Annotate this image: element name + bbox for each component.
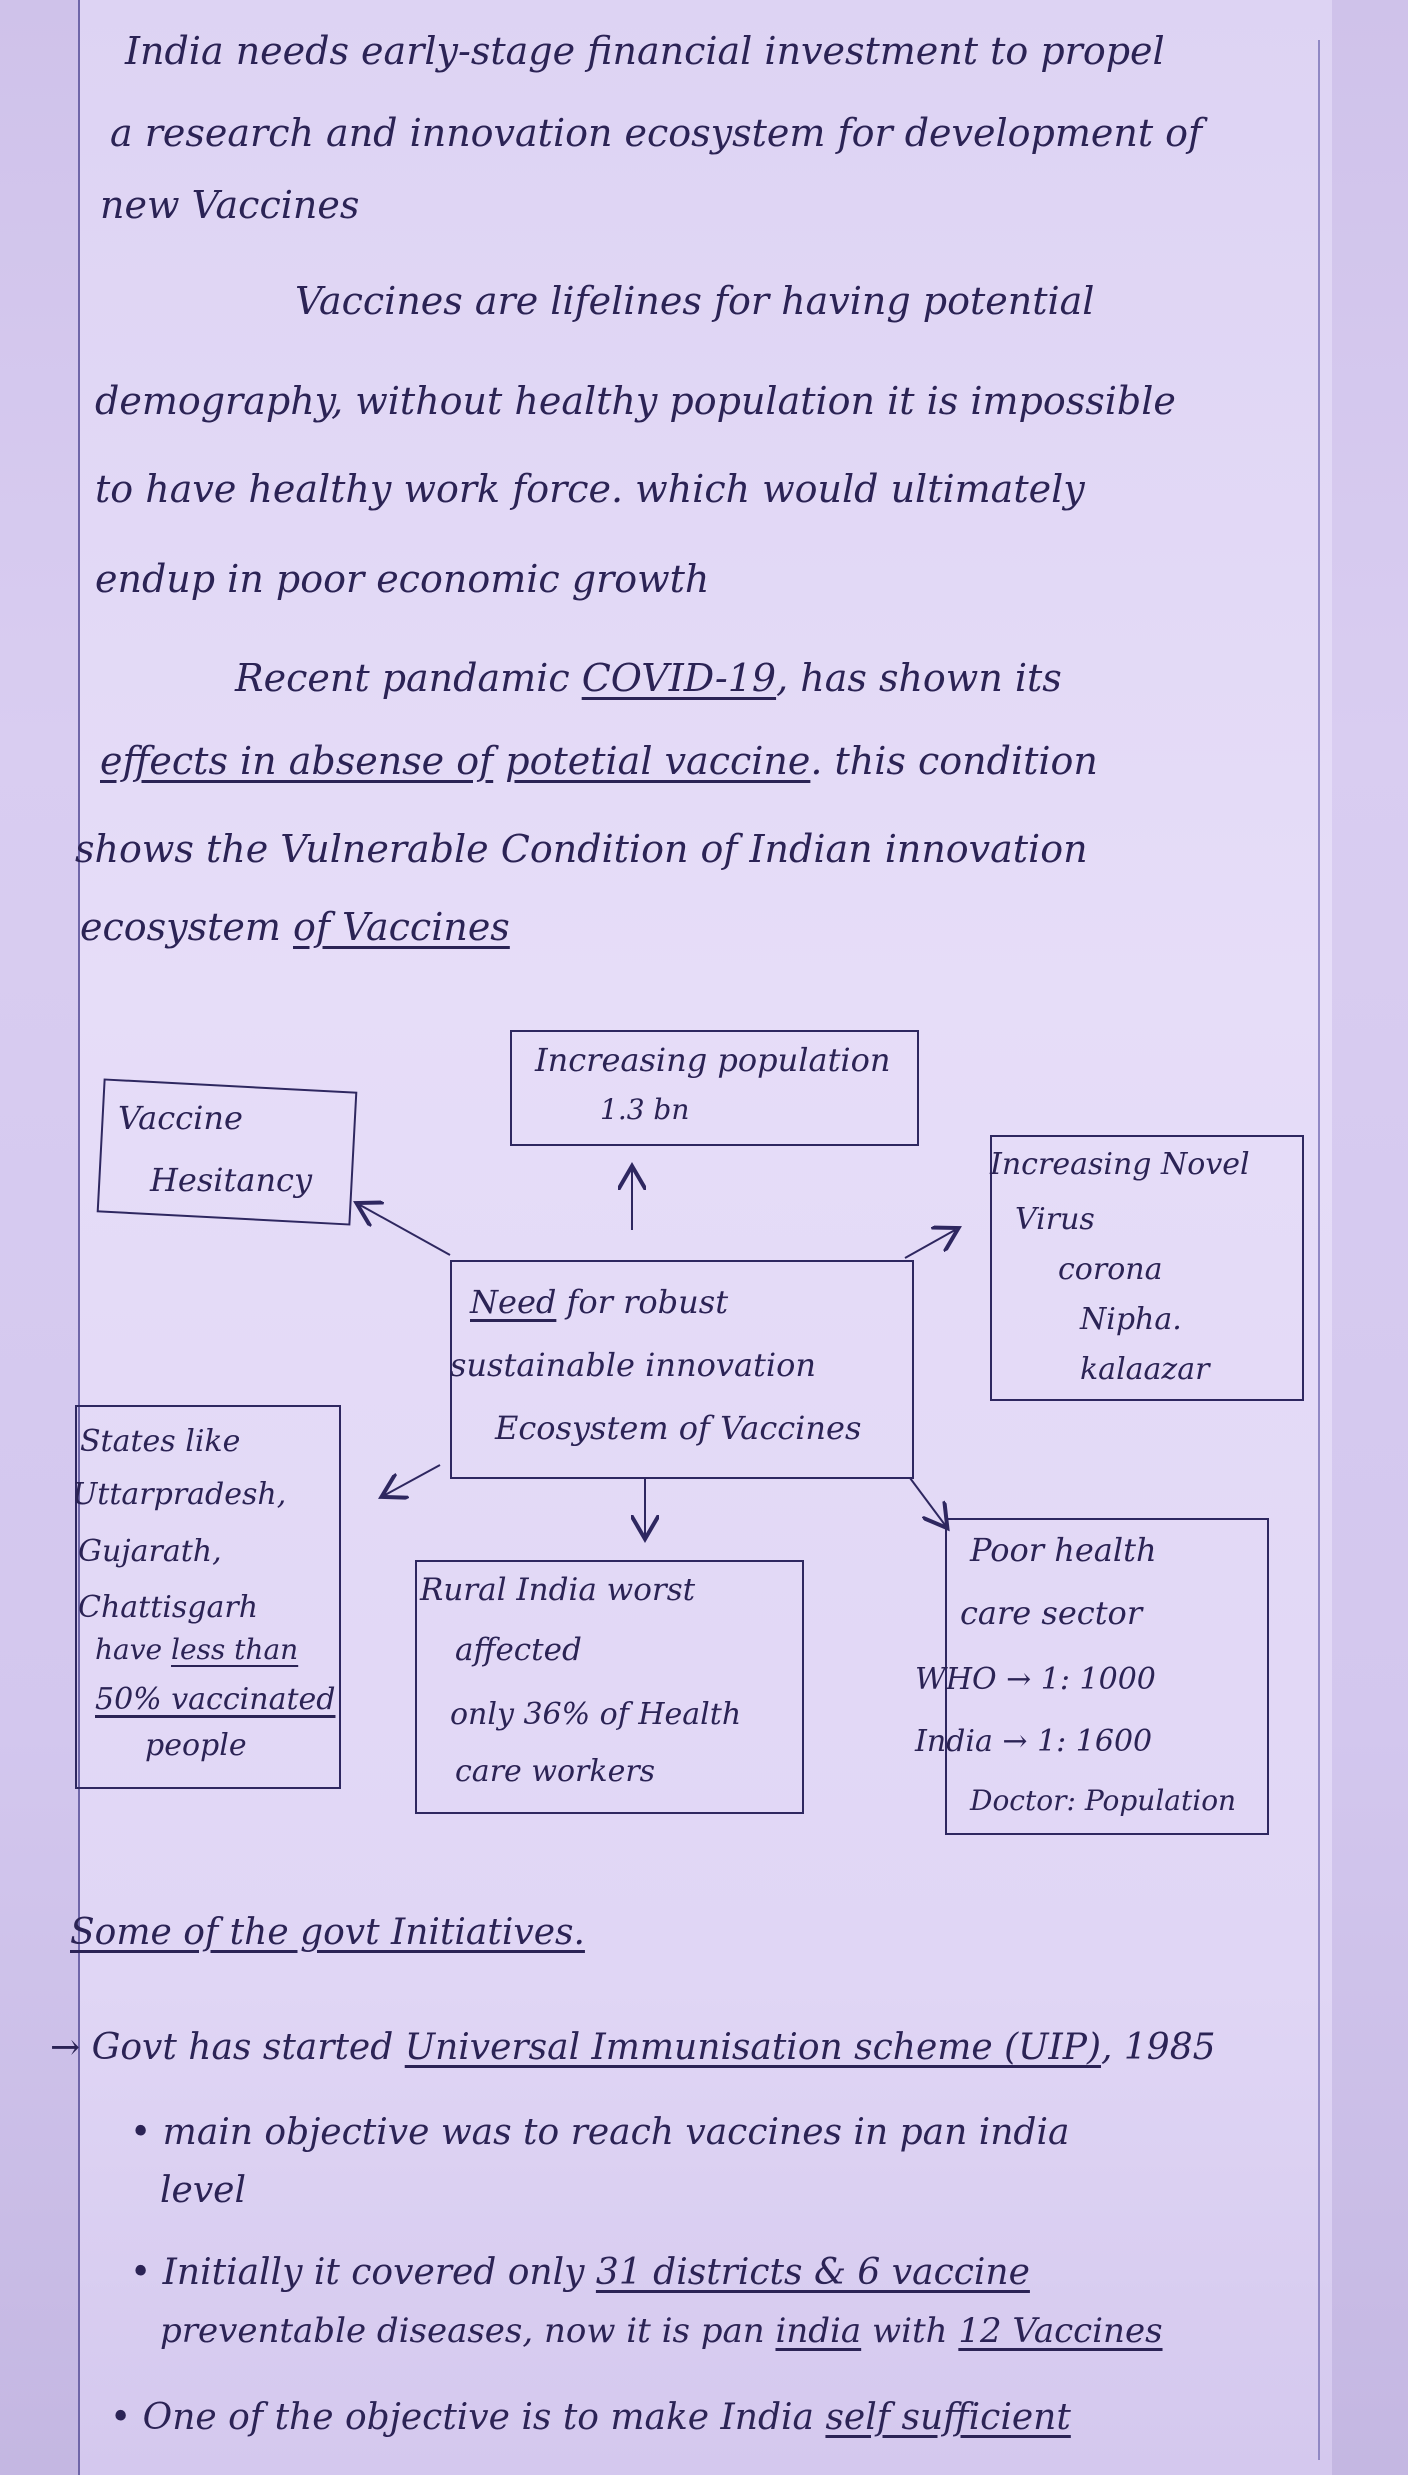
bullet-1-line-1: • main objective was to reach vaccines i…	[130, 2112, 1070, 2153]
initiative-text: , 1985	[1101, 2027, 1216, 2068]
population-title: Increasing population	[535, 1041, 891, 1079]
india-underlined: india	[775, 2311, 862, 2351]
states-line-6: 50% vaccinated	[95, 1680, 335, 1719]
bullet-1-line-2: level	[160, 2170, 246, 2211]
effects-underlined: effects in absense of	[100, 739, 494, 783]
need-line-2: sustainable innovation	[450, 1346, 816, 1384]
intro-line-2: a research and innovation ecosystem for …	[110, 111, 1203, 155]
covid-underlined: COVID-19	[581, 656, 777, 700]
health-line-5: Doctor: Population	[970, 1784, 1237, 1817]
bullet-text: preventable diseases, now it is pan	[160, 2311, 776, 2351]
para2-text: ecosystem	[80, 905, 293, 949]
initiative-item-1: → Govt has started Universal Immunisatio…	[50, 2025, 1216, 2070]
health-line-2: care sector	[960, 1594, 1143, 1632]
para1-line-2: demography, without healthy population i…	[95, 379, 1176, 423]
vaccinated-underlined: 50% vaccinated	[95, 1682, 336, 1717]
states-line-3: Gujarath,	[78, 1534, 222, 1569]
states-text: have	[95, 1633, 172, 1666]
need-underlined: Need	[470, 1283, 557, 1321]
intro-line-1: India needs early-stage financial invest…	[125, 29, 1165, 73]
need-rest: for robust	[556, 1283, 729, 1321]
states-box	[75, 1405, 341, 1789]
hesitancy-line-1: Vaccine	[118, 1099, 243, 1137]
health-line-3: WHO → 1: 1000	[915, 1662, 1156, 1697]
novel-line-4: Nipha.	[1080, 1302, 1182, 1337]
vaccine-underlined: potetial vaccine	[505, 739, 811, 783]
para2-line-4: ecosystem of Vaccines	[80, 904, 510, 952]
para2-text: . this condition	[810, 739, 1098, 783]
states-line-2: Uttarpradesh,	[72, 1477, 287, 1512]
states-line-5: have less than	[95, 1632, 298, 1668]
health-line-4: India → 1: 1600	[915, 1724, 1153, 1759]
states-line-1: States like	[80, 1424, 241, 1459]
hesitancy-line-2: Hesitancy	[150, 1161, 313, 1199]
rural-box	[415, 1560, 804, 1814]
health-line-1: Poor health	[970, 1531, 1157, 1569]
states-line-7: people	[145, 1728, 247, 1763]
self-sufficient-underlined: self sufficient	[825, 2397, 1071, 2438]
novel-line-3: corona	[1058, 1252, 1163, 1287]
novel-line-5: kalaazar	[1080, 1352, 1210, 1387]
rural-line-4: care workers	[455, 1754, 656, 1789]
novel-virus-box	[990, 1135, 1304, 1401]
para2-text: , has shown its	[776, 656, 1062, 700]
rural-line-2: affected	[455, 1632, 582, 1668]
states-line-4: Chattisgarh	[78, 1590, 259, 1625]
bullet-3: • One of the objective is to make India …	[110, 2395, 1071, 2440]
population-value: 1.3 bn	[600, 1093, 690, 1126]
bullet-text: with	[861, 2311, 959, 2351]
need-center-box	[450, 1260, 914, 1479]
para1-line-4: endup in poor economic growth	[95, 557, 710, 601]
novel-line-2: Virus	[1015, 1202, 1095, 1237]
initiative-text: → Govt has started	[50, 2027, 405, 2068]
need-line-1: Need for robust	[470, 1282, 728, 1324]
health-box	[945, 1518, 1269, 1835]
para2-space	[493, 739, 505, 783]
para1-line-1: Vaccines are lifelines for having potent…	[295, 279, 1095, 323]
bullet-text: • Initially it covered only	[130, 2252, 596, 2293]
bullet-text: • One of the objective is to make India	[110, 2397, 826, 2438]
twelve-vaccines-underlined: 12 Vaccines	[958, 2311, 1163, 2351]
bullet-2-line-2: preventable diseases, now it is pan indi…	[160, 2310, 1163, 2353]
uip-underlined: Universal Immunisation scheme (UIP)	[404, 2027, 1102, 2068]
para2-line-2: effects in absense of potetial vaccine. …	[100, 738, 1098, 786]
need-line-3: Ecosystem of Vaccines	[495, 1409, 862, 1447]
bullet-2-line-1: • Initially it covered only 31 districts…	[130, 2250, 1030, 2295]
intro-line-3: new Vaccines	[100, 183, 360, 227]
para2-line-3: shows the Vulnerable Condition of Indian…	[75, 827, 1088, 871]
initiatives-heading: Some of the govt Initiatives.	[70, 1910, 585, 1955]
page-margin-line	[1318, 40, 1320, 2460]
notebook-page	[78, 0, 1332, 2475]
rural-line-3: only 36% of Health	[450, 1697, 742, 1732]
vaccines-underlined: of Vaccines	[293, 905, 510, 949]
para2-text: Recent pandamic	[235, 656, 582, 700]
rural-line-1: Rural India worst	[420, 1572, 696, 1608]
initiatives-heading-text: Some of the govt Initiatives.	[70, 1912, 585, 1953]
novel-line-1: Increasing Novel	[990, 1147, 1250, 1182]
districts-underlined: 31 districts & 6 vaccine	[595, 2252, 1030, 2293]
para2-line-1: Recent pandamic COVID-19, has shown its	[235, 655, 1062, 703]
less-than-underlined: less than	[171, 1633, 299, 1666]
population-box	[510, 1030, 919, 1146]
para1-line-3: to have healthy work force. which would …	[95, 467, 1085, 511]
